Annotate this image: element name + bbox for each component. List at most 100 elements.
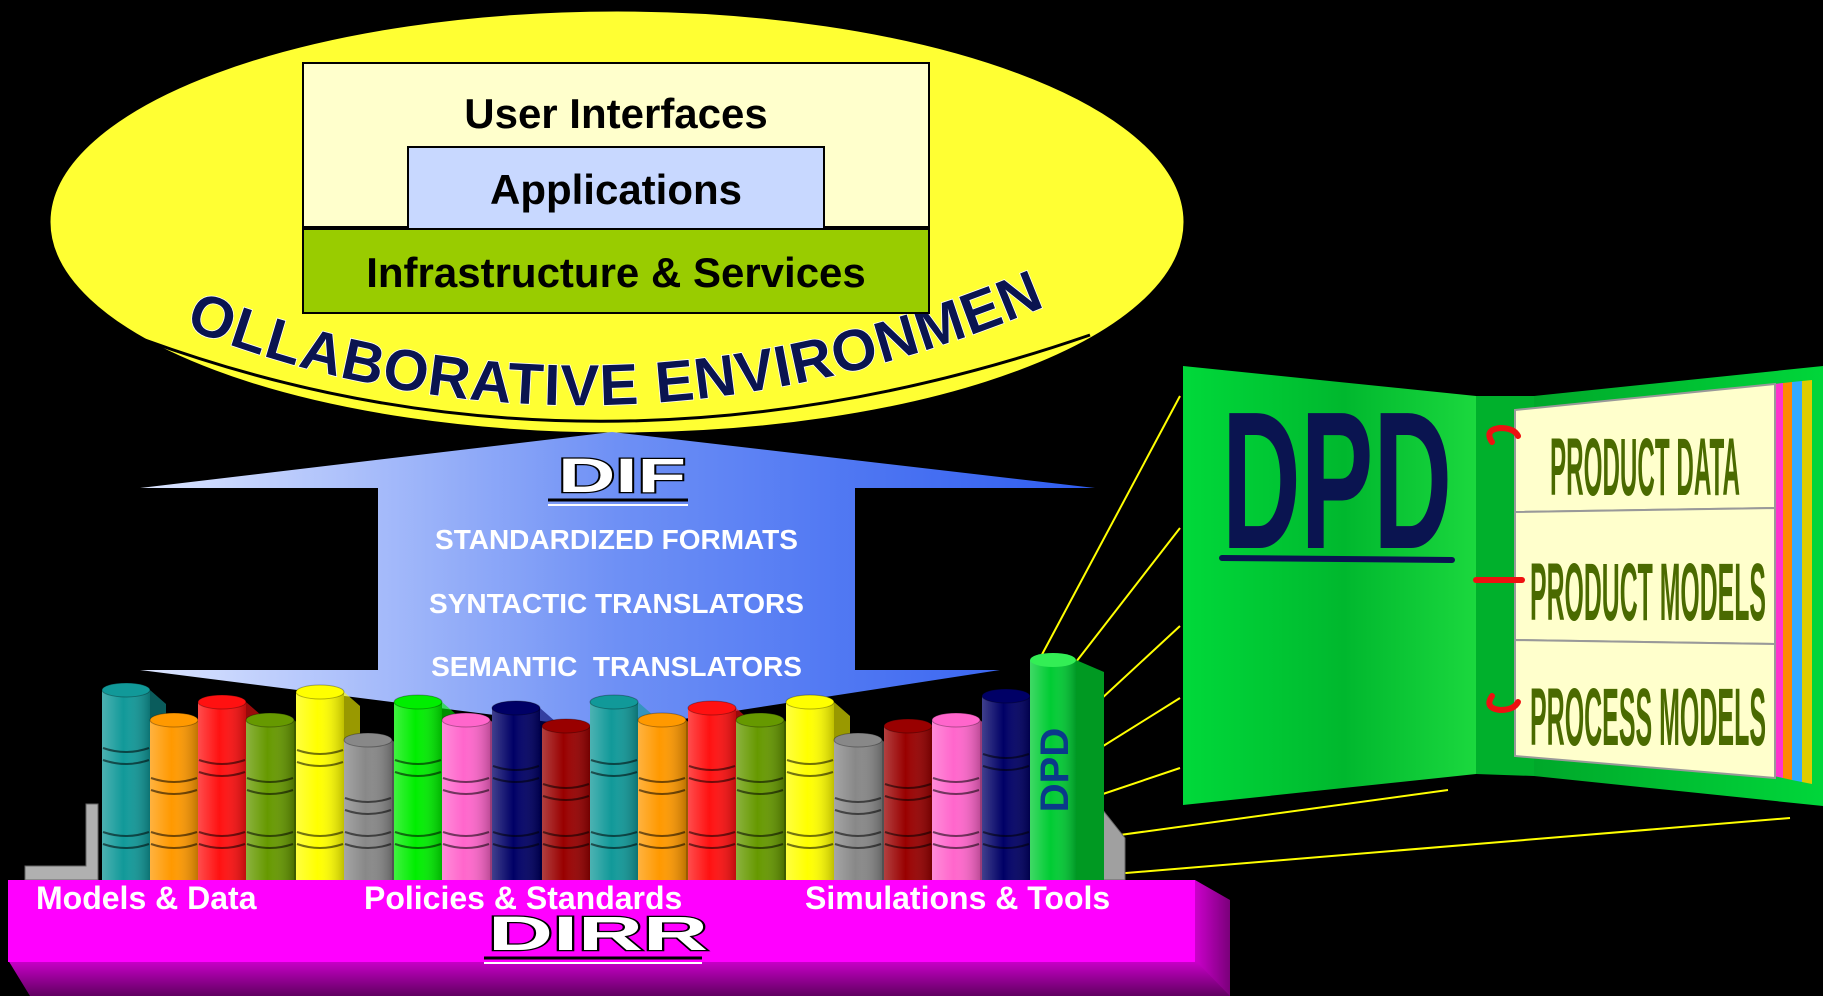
book-band [102, 843, 150, 849]
book-band [932, 843, 980, 849]
book-band [786, 771, 834, 777]
book-shading [344, 740, 392, 880]
book-band [786, 759, 834, 765]
book-band [688, 831, 736, 837]
book-shading [246, 720, 294, 880]
book-band [492, 765, 540, 771]
dirr-title: DIRR [488, 908, 708, 961]
book-band [492, 777, 540, 783]
book-band [150, 831, 198, 837]
book-band [834, 831, 882, 837]
book-band [884, 795, 932, 801]
book-band [786, 843, 834, 849]
book-band [590, 843, 638, 849]
book-band [688, 843, 736, 849]
book-band [542, 795, 590, 801]
book-band [296, 749, 344, 755]
book-band [442, 789, 490, 795]
book-top [785, 694, 835, 710]
dpd-book [1030, 653, 1104, 880]
book-shading [102, 690, 150, 880]
dirr-label-policies-standards: Policies & Standards [364, 880, 683, 916]
shelf-bottom [8, 960, 1230, 996]
book-top [637, 712, 687, 728]
book-band [150, 777, 198, 783]
ellipse-underline [144, 333, 1091, 423]
binder-rings [1473, 424, 1525, 714]
book-top [981, 688, 1031, 704]
tab-label-product-models: PRODUCT MODELS [1530, 547, 1766, 638]
book-band [884, 843, 932, 849]
book-band [590, 831, 638, 837]
book-shading [198, 702, 246, 880]
book-band [442, 777, 490, 783]
book-band [442, 831, 490, 837]
book-top [149, 712, 199, 728]
book-shading [884, 726, 932, 880]
book-shading [590, 702, 638, 880]
book-band [590, 771, 638, 777]
book-band [246, 777, 294, 783]
book-band [150, 843, 198, 849]
book-band [246, 831, 294, 837]
dif-arrow [140, 432, 1095, 730]
book-band [638, 789, 686, 795]
infrastructure-layer: Infrastructure & Services [302, 228, 930, 314]
book-band [542, 783, 590, 789]
book-band [296, 843, 344, 849]
book-shading [492, 708, 540, 880]
tab-label-process-models: PROCESS MODELS [1530, 672, 1766, 763]
dpd-binder [1183, 366, 1823, 806]
book-band [834, 809, 882, 815]
book-band [932, 777, 980, 783]
book-band [884, 783, 932, 789]
book-band [884, 831, 932, 837]
book-top [393, 694, 443, 710]
book-band [198, 831, 246, 837]
book-band [736, 831, 784, 837]
book-shading [932, 720, 980, 880]
books [101, 682, 1046, 880]
book-band [982, 765, 1030, 771]
book-band [394, 843, 442, 849]
book-band [932, 789, 980, 795]
book-top [735, 712, 785, 728]
book-top [491, 700, 541, 716]
book-shading [394, 702, 442, 880]
book-band [638, 777, 686, 783]
book-top [295, 684, 345, 700]
book-band [638, 843, 686, 849]
book-top [883, 718, 933, 734]
book-band [296, 761, 344, 767]
book-top [245, 712, 295, 728]
book-band [344, 797, 392, 803]
book-band [590, 759, 638, 765]
dif-item-semantic-translators: SEMANTIC TRANSLATORS [431, 651, 802, 682]
book-band [198, 759, 246, 765]
dif-item-standardized-formats: STANDARDIZED FORMATS [435, 524, 798, 555]
book-band [246, 843, 294, 849]
book-band [102, 831, 150, 837]
dpd-spine-label: DPD [1033, 728, 1077, 812]
book-band [834, 843, 882, 849]
dirr-label-models-data: Models & Data [36, 880, 257, 916]
binder-title-underline [1219, 555, 1455, 563]
book-top [343, 732, 393, 748]
tab-label-product-data: PRODUCT DATA [1550, 422, 1740, 513]
book-band [786, 831, 834, 837]
book-band [736, 789, 784, 795]
book-shading [982, 696, 1030, 880]
book-top [541, 718, 591, 734]
book-band [394, 759, 442, 765]
book-band [542, 831, 590, 837]
applications-label: Applications [489, 166, 743, 213]
book-band [150, 789, 198, 795]
book-band [492, 843, 540, 849]
book-band [102, 747, 150, 753]
book-band [542, 843, 590, 849]
book-top [687, 700, 737, 716]
binder-title: DPD [1222, 371, 1452, 590]
shelf-side [1195, 880, 1230, 996]
user-interfaces-label: User Interfaces [464, 90, 768, 137]
